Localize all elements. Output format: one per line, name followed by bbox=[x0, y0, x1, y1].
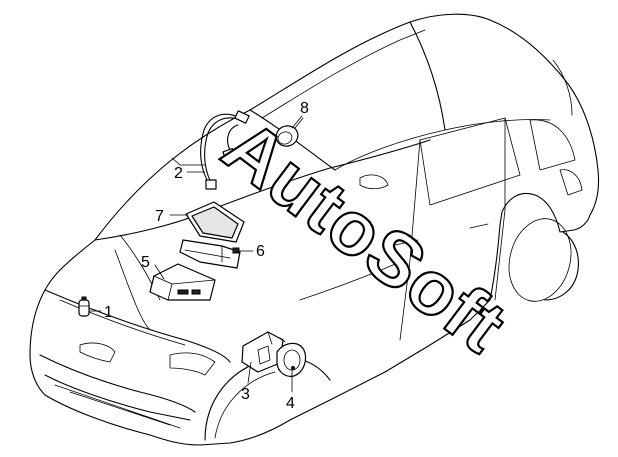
leader-lines bbox=[88, 115, 303, 393]
callout-labels: 1 2 3 4 5 6 7 8 bbox=[104, 100, 309, 412]
callout-5: 5 bbox=[141, 254, 150, 271]
part-8-antenna bbox=[275, 117, 304, 147]
car-body-outline bbox=[29, 13, 600, 446]
callout-1: 1 bbox=[104, 304, 113, 321]
callout-4: 4 bbox=[286, 395, 295, 412]
callout-3: 3 bbox=[241, 386, 250, 403]
part-1-sensor bbox=[78, 296, 90, 317]
callout-8: 8 bbox=[300, 100, 309, 117]
part-6-head-unit bbox=[179, 239, 241, 269]
watermark-text: AutoSoft bbox=[208, 104, 522, 370]
part-7-display bbox=[185, 201, 245, 243]
callout-7: 7 bbox=[155, 208, 164, 225]
part-2-wiring-harness bbox=[171, 110, 250, 190]
callout-2: 2 bbox=[174, 165, 183, 182]
watermark: AutoSoft bbox=[207, 103, 523, 371]
part-4-speaker bbox=[276, 342, 307, 377]
part-5-control-module bbox=[149, 263, 216, 301]
callout-6: 6 bbox=[256, 243, 265, 260]
